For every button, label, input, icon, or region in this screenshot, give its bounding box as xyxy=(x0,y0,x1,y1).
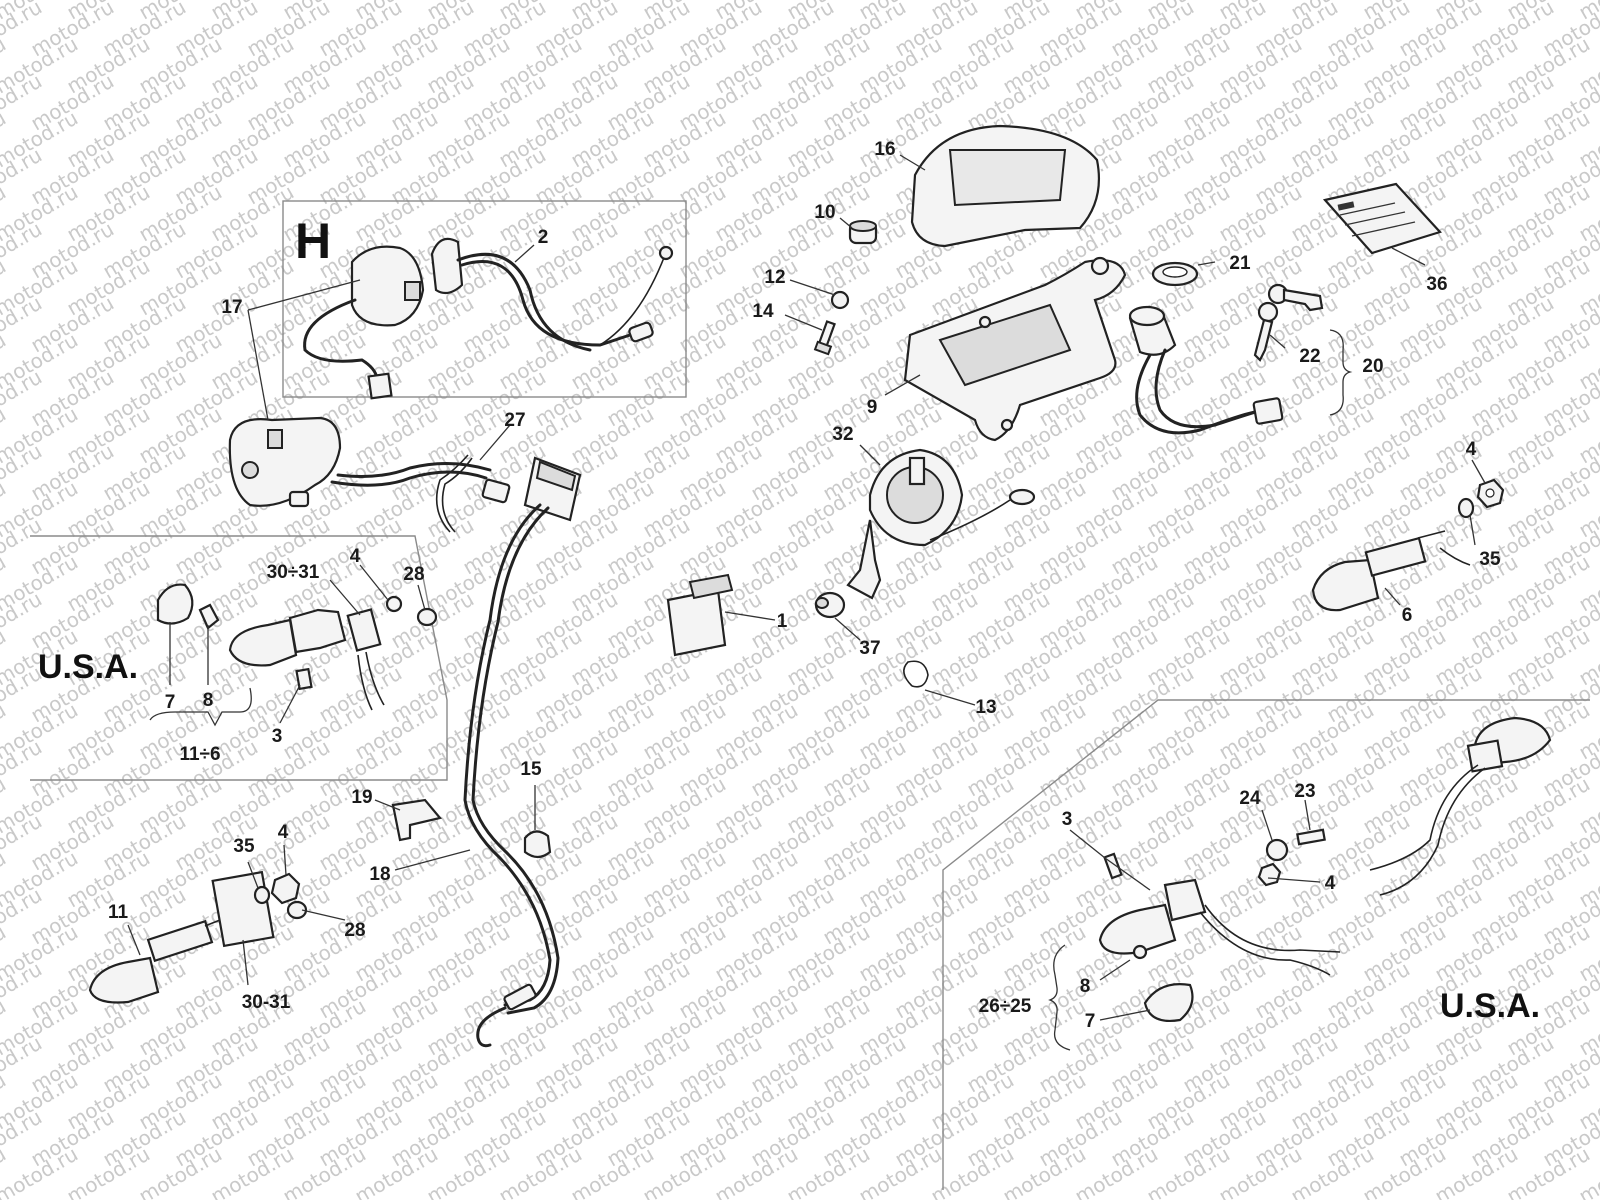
callout-27: 27 xyxy=(504,410,525,431)
callout-1: 1 xyxy=(777,611,788,632)
callout-11: 11 xyxy=(108,902,129,923)
main-wiring-harness-part xyxy=(463,456,582,1048)
harness-grommet-part xyxy=(523,830,552,859)
lock-ring-part xyxy=(1151,261,1199,287)
callout-3-left: 3 xyxy=(272,726,283,747)
bushing-part xyxy=(830,290,850,310)
h-variant-frame xyxy=(282,200,687,398)
callout-16: 16 xyxy=(874,139,895,160)
rubber-grommet-part xyxy=(848,220,878,245)
leader-lines xyxy=(127,154,1486,1051)
callout-35-right: 35 xyxy=(1479,549,1501,570)
rear-indicator-right-part xyxy=(1311,530,1471,612)
usa-right-frame xyxy=(942,699,1590,1190)
callout-22: 22 xyxy=(1299,346,1320,367)
ignition-switch-part xyxy=(1128,305,1284,435)
callout-4-right-bottom: 4 xyxy=(1325,873,1336,894)
callout-4-left-bottom: 4 xyxy=(278,822,289,843)
callout-28-bottom: 28 xyxy=(344,920,365,941)
circlip-part xyxy=(903,660,929,688)
usa-rear-indicator-right-part xyxy=(1098,716,1552,1022)
harness-clip-part xyxy=(391,798,442,842)
callout-18: 18 xyxy=(369,864,390,885)
callout-23: 23 xyxy=(1294,781,1315,802)
relay-part xyxy=(666,573,734,657)
callout-14: 14 xyxy=(752,301,774,322)
callout-37: 37 xyxy=(859,638,880,659)
callout-21: 21 xyxy=(1229,253,1251,274)
callout-4-right: 4 xyxy=(1466,439,1477,460)
callout-8-right: 8 xyxy=(1080,976,1091,997)
callout-7-left: 7 xyxy=(165,692,176,713)
callout-10: 10 xyxy=(814,202,835,223)
callout-6: 6 xyxy=(1402,605,1413,626)
callout-19: 19 xyxy=(351,787,372,808)
callout-28-top: 28 xyxy=(403,564,424,585)
h-handlebar-switch-part xyxy=(303,237,674,400)
callout-2: 2 xyxy=(538,227,549,248)
callout-13: 13 xyxy=(975,697,996,718)
spacer-part xyxy=(814,591,846,619)
instrument-cover-part xyxy=(910,124,1101,248)
horn-part xyxy=(846,448,1036,600)
callout-30-31-top: 30÷31 xyxy=(267,562,320,583)
usa-left-label: U.S.A. xyxy=(38,648,138,686)
callout-17: 17 xyxy=(221,297,242,318)
callout-11-6: 11÷6 xyxy=(179,744,220,765)
callout-labels: 16 10 12 14 9 21 22 20 36 2 17 27 32 1 3… xyxy=(38,139,1540,1032)
instrument-bracket-part xyxy=(903,256,1127,442)
callout-24: 24 xyxy=(1239,788,1261,809)
h-variant-label: H xyxy=(295,213,331,269)
callout-20: 20 xyxy=(1362,356,1383,377)
callout-35-left: 35 xyxy=(233,836,255,857)
callout-26-25: 26÷25 xyxy=(979,996,1032,1017)
key-set-part xyxy=(1253,283,1324,362)
callout-12: 12 xyxy=(764,267,785,288)
callout-3-right: 3 xyxy=(1062,809,1073,830)
callout-36: 36 xyxy=(1426,274,1447,295)
nut-washer-right-part xyxy=(1457,478,1505,519)
screw-part xyxy=(813,320,836,356)
owners-document-part xyxy=(1322,182,1442,255)
cable-tie-part xyxy=(435,454,473,533)
callout-7-right: 7 xyxy=(1085,1011,1096,1032)
rear-indicator-left-part xyxy=(88,870,308,1004)
callout-15: 15 xyxy=(520,759,542,780)
callout-8-left: 8 xyxy=(203,690,214,711)
callout-9: 9 xyxy=(867,397,878,418)
usa-right-label: U.S.A. xyxy=(1440,987,1540,1025)
callout-30-31-bottom: 30-31 xyxy=(242,992,291,1013)
callout-4-left-top: 4 xyxy=(350,546,361,567)
callout-32: 32 xyxy=(832,424,853,445)
usa-front-indicator-left-part xyxy=(156,583,438,711)
usa-left-frame xyxy=(30,535,448,781)
